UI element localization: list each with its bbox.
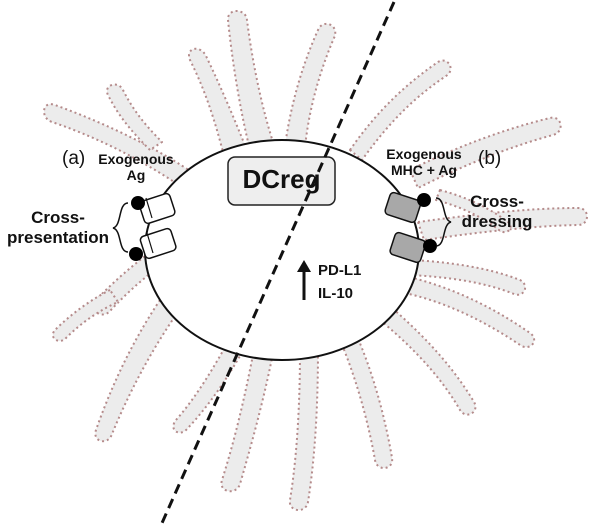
dendrite-left-lower	[94, 299, 179, 443]
mhc-molecule-b1	[384, 191, 431, 224]
dendrite-right-small	[435, 189, 512, 234]
dendrite-left-tip	[51, 289, 119, 342]
dendrite-bottom-right-2	[399, 275, 536, 349]
cross-presentation-label: Cross- presentation	[2, 208, 114, 247]
dendrite-bottom-right-1	[379, 307, 477, 416]
antigen-dot	[129, 247, 143, 261]
mhc-molecule-b2	[389, 231, 437, 264]
brace-cross-dressing	[435, 197, 452, 247]
mhc-molecule-a1	[131, 192, 176, 225]
dendrite-top-center	[227, 10, 276, 151]
dendrite-bottom-left	[172, 334, 249, 434]
mhc-molecule-a2	[129, 227, 177, 261]
cross-dressing-label: Cross- dressing	[452, 192, 542, 231]
dendrite-left-small	[106, 83, 163, 151]
brace-cross-presentation	[112, 202, 129, 253]
antigen-dot	[131, 196, 145, 210]
marker-il-10: IL-10	[318, 285, 354, 303]
dendrite-left-upper	[43, 103, 197, 191]
cross-presentation-line-2: presentation	[6, 227, 110, 247]
dendrite-right-upper	[409, 116, 562, 189]
cell-name-label: DCreg	[242, 164, 321, 194]
up-arrow-icon	[297, 260, 311, 300]
panel-label-a: (a)	[62, 148, 86, 169]
antigen-dot	[423, 239, 437, 253]
dendrite-top-right-2	[349, 59, 452, 161]
antigen-dot	[417, 193, 431, 207]
exogenous-mhc-ag-line-1: Exogenous	[386, 146, 462, 162]
dendrites	[43, 10, 588, 511]
dendrite-bottom-1	[220, 344, 275, 493]
cross-dressing-line-1: Cross-	[470, 192, 524, 211]
exogenous-ag-line-2: Ag	[126, 167, 146, 184]
dendrite-bottom-3	[339, 333, 394, 469]
marker-pd-l1: PD-L1	[318, 262, 362, 279]
dendrite-right-lower	[409, 259, 527, 296]
dendrite-top-left	[188, 47, 251, 161]
exogenous-mhc-ag-label: Exogenous MHC + Ag	[378, 146, 470, 178]
panel-label-b: (b)	[478, 148, 502, 169]
cross-presentation-line-1: Cross-	[31, 208, 85, 227]
exogenous-ag-line-1: Exogenous	[98, 151, 174, 167]
exogenous-mhc-ag-line-2: MHC + Ag	[391, 162, 457, 179]
dendrite-top-right-1	[284, 22, 337, 149]
exogenous-ag-label: Exogenous Ag	[92, 151, 180, 183]
dendrite-bottom-2	[288, 347, 319, 511]
cross-dressing-line-2: dressing	[461, 211, 533, 231]
markers-label: PD-L1 IL-10	[318, 262, 361, 303]
